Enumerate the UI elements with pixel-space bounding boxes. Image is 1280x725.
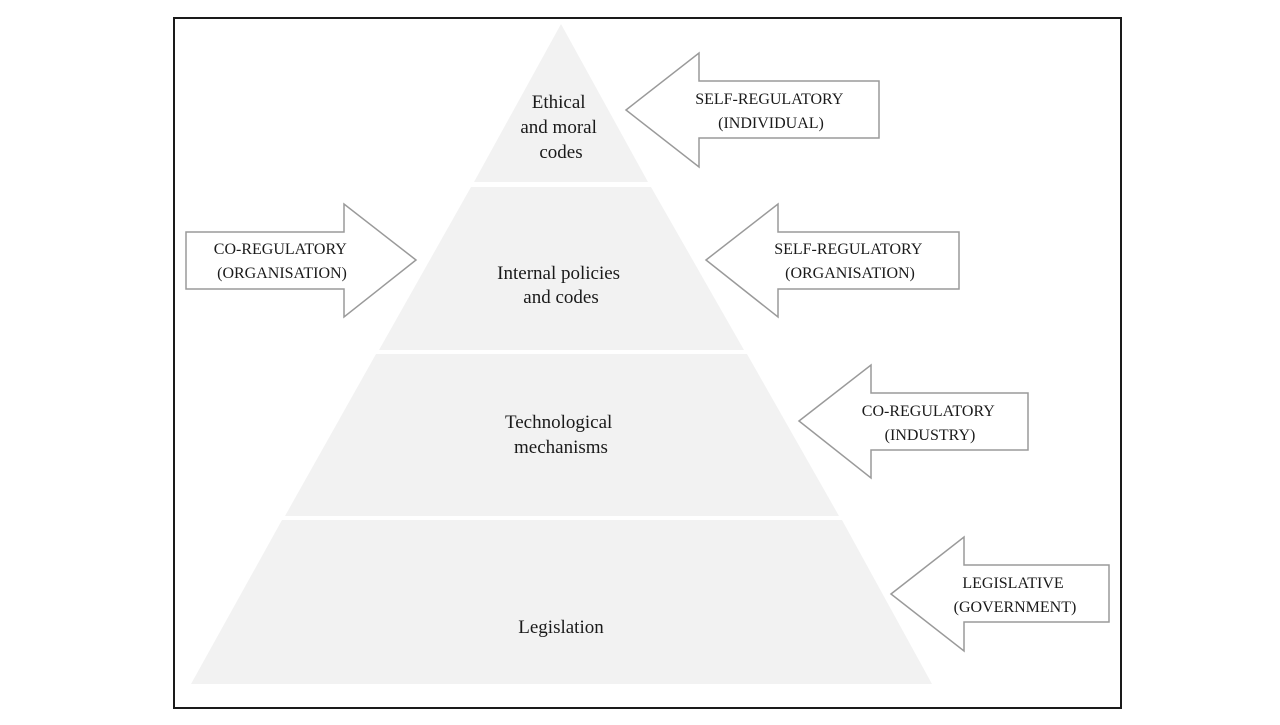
tier-label-technological: Technological mechanisms: [505, 412, 617, 458]
left-arrow-shape: [704, 202, 960, 319]
regulation-arrows: SELF-REGULATORY (INDIVIDUAL) CO-REGULATO…: [185, 51, 1110, 653]
arrow-label: CO-REGULATORY (INDUSTRY): [862, 403, 998, 444]
left-arrow-shape: [624, 51, 880, 169]
arrow-co-regulatory-industry: CO-REGULATORY (INDUSTRY): [797, 363, 1029, 480]
arrow-self-regulatory-individual: SELF-REGULATORY (INDIVIDUAL): [624, 51, 880, 169]
left-arrow-shape: [889, 535, 1110, 653]
arrow-legislative-government: LEGISLATIVE (GOVERNMENT): [889, 535, 1110, 653]
pyramid-tier-internal-policies: [379, 187, 744, 350]
arrow-co-regulatory-organisation: CO-REGULATORY (ORGANISATION): [185, 202, 418, 319]
pyramid-tier-technological: [285, 354, 839, 516]
tier-label-ethical: Ethical and moral codes: [520, 92, 601, 163]
tier-label-legislation: Legislation: [518, 617, 604, 638]
right-arrow-shape: [185, 202, 418, 319]
arrow-label: LEGISLATIVE (GOVERNMENT): [954, 575, 1077, 616]
arrow-label: SELF-REGULATORY (ORGANISATION): [774, 241, 926, 282]
pyramid: Ethical and moral codes Internal policie…: [191, 24, 932, 684]
left-arrow-shape: [797, 363, 1029, 480]
arrow-label: SELF-REGULATORY (INDIVIDUAL): [695, 91, 847, 132]
arrow-label: CO-REGULATORY (ORGANISATION): [214, 241, 350, 282]
pyramid-tier-legislation: [191, 520, 932, 684]
arrow-self-regulatory-organisation: SELF-REGULATORY (ORGANISATION): [704, 202, 960, 319]
tier-label-internal-policies: Internal policies and codes: [497, 263, 625, 308]
pyramid-tier-ethical: [474, 24, 648, 182]
